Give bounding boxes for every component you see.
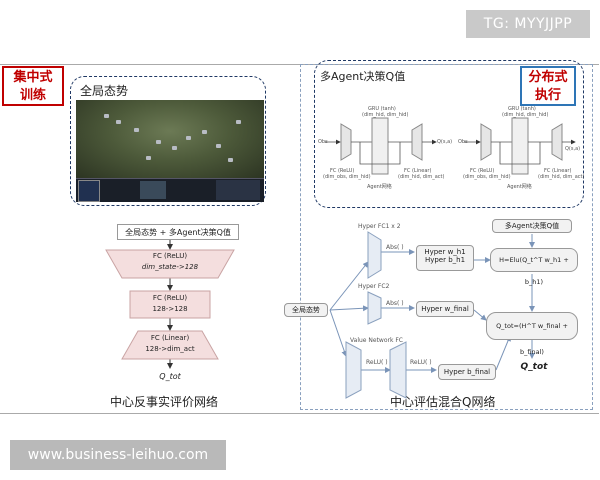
abs2-label: Abs( ) [386, 300, 404, 307]
multi-agent-q-title: 多Agent决策Q值 [320, 70, 406, 83]
agent2-fc-out-dim: (dim_hid, dim_act) [538, 174, 585, 180]
badge-line: 执行 [534, 88, 561, 103]
agent-fc-in-shape [480, 123, 492, 161]
agent1-fc-out-label: FC (Linear) [404, 168, 432, 174]
game-unit [156, 140, 161, 144]
hyper-fc1-shape [367, 231, 382, 279]
mixing-arrow [329, 305, 369, 312]
game-terrain [76, 100, 264, 178]
h-formula-box: H=Elu(Q_t^T w_h1 + b_h1) [490, 248, 578, 286]
hyper-b-h1-label: Hyper b_h1 [424, 256, 466, 264]
agent2-fc-in-label: FC (ReLU) [470, 168, 495, 174]
agent-gru-shape [511, 117, 529, 175]
mixing-state-input: 全局态势 [284, 303, 328, 317]
agent1-name: Agent网络 [367, 184, 392, 190]
critic-fc3-dim: 128->dim_act [145, 345, 195, 353]
game-portrait [140, 181, 166, 199]
critic-fc2-shape [129, 290, 211, 319]
game-unit [104, 114, 109, 118]
distributed-execution-badge: 分布式 执行 [520, 66, 576, 106]
hyper-w-final-box: Hyper w_final [416, 301, 474, 317]
agent-fc-out-shape [411, 123, 423, 161]
qtot-formula-box: Q_tot=(H^T w_final + b_final) [486, 312, 578, 356]
agent1-fc-in-label: FC (ReLU) [330, 168, 355, 174]
game-screenshot [76, 100, 264, 202]
game-minimap [78, 180, 100, 202]
agent2-input: Obs [458, 139, 468, 145]
critic-caption: 中心反事实评价网络 [110, 395, 219, 409]
agent1-gru-label: GRU (tanh) [368, 106, 396, 112]
hyper-w-h1-box: Hyper w_h1 Hyper b_h1 [416, 245, 474, 271]
agent1-fc-out-dim: (dim_hid, dim_act) [398, 174, 445, 180]
watermark-bottom: www.business-leihuo.com [10, 440, 226, 470]
hyper-fc2-label: Hyper FC2 [358, 283, 390, 290]
agent-network-1 [325, 117, 437, 175]
game-unit [186, 136, 191, 140]
badge-line: 分布式 [528, 70, 568, 85]
hyper-fc1-label: Hyper FC1 x 2 [358, 223, 401, 230]
hyper-w-h1-label: Hyper w_h1 [424, 248, 466, 256]
agent2-fc-out-label: FC (Linear) [544, 168, 572, 174]
mixing-caption: 中心评估混合Q网络 [390, 395, 496, 409]
critic-fc3-label: FC (Linear) [150, 334, 190, 342]
agent2-fc-in-dim: (dim_obs, dim_hid) [463, 174, 511, 180]
agent2-output: Q(s,a) [565, 146, 581, 152]
mixing-arrow [329, 309, 348, 357]
agent-fc-out-shape [551, 123, 563, 161]
hyper-b-final-box: Hyper b_final [438, 364, 496, 380]
agent-recurrent-loop [359, 142, 401, 165]
mixing-arrow [473, 309, 487, 321]
global-state-title: 全局态势 [80, 84, 129, 98]
badge-line: 集中式 [13, 70, 53, 85]
game-unit [146, 156, 151, 160]
mixing-connectors [329, 234, 535, 373]
agent-network-2 [464, 117, 576, 175]
hyper-fc2-shape [367, 291, 382, 325]
critic-fc1-shape [105, 249, 235, 279]
watermark-top: TG: MYYJJPP [466, 10, 590, 38]
critic-fc2-dim: 128->128 [152, 305, 188, 313]
badge-line: 训练 [19, 88, 46, 103]
mixing-output: Q_tot [520, 362, 548, 372]
game-unit [116, 120, 121, 124]
critic-input-box: 全局态势 + 多Agent决策Q值 [117, 224, 239, 240]
agent-fc-in-shape [340, 123, 352, 161]
agent2-gru-label: GRU (tanh) [508, 106, 536, 112]
agent1-output: Q(s,a) [437, 139, 453, 145]
critic-fc3-shape [121, 330, 219, 360]
game-unit [236, 120, 241, 124]
agent-recurrent-loop [499, 142, 541, 165]
critic-fc2-label: FC (ReLU) [152, 294, 188, 302]
critic-fc1-label: FC (ReLU) [152, 252, 188, 260]
relu1-label: ReLU( ) [366, 359, 388, 366]
agent1-gru-dim: (dim_hid, dim_hid) [362, 112, 409, 118]
agent2-name: Agent网络 [507, 184, 532, 190]
mixing-arrow [495, 335, 511, 371]
value-fc2-shape [389, 341, 407, 399]
mixing-section-border [300, 64, 593, 410]
value-network-fc-label: Value Network FC [350, 337, 403, 344]
game-unit [134, 128, 139, 132]
distributed-execution-box [314, 60, 584, 208]
agent1-input: Obs [318, 139, 328, 145]
critic-output: Q_tot [159, 372, 181, 381]
game-unit [172, 146, 177, 150]
critic-fc1-dim: dim_state->128 [141, 263, 199, 271]
mixing-arrow [329, 261, 369, 311]
abs1-label: Abs( ) [386, 244, 404, 251]
diagram-frame [0, 64, 599, 414]
global-state-box [70, 76, 266, 206]
agent-gru-shape [371, 117, 389, 175]
game-unit [202, 130, 207, 134]
relu2-label: ReLU( ) [410, 359, 432, 366]
game-unit [216, 144, 221, 148]
value-fc1-shape [345, 341, 362, 399]
game-command-card [216, 180, 260, 200]
game-unit [228, 158, 233, 162]
centralized-training-badge: 集中式 训练 [2, 66, 64, 106]
mixing-agent-q-input: 多Agent决策Q值 [492, 219, 572, 233]
agent2-gru-dim: (dim_hid, dim_hid) [502, 112, 549, 118]
agent1-fc-in-dim: (dim_obs, dim_hid) [323, 174, 371, 180]
